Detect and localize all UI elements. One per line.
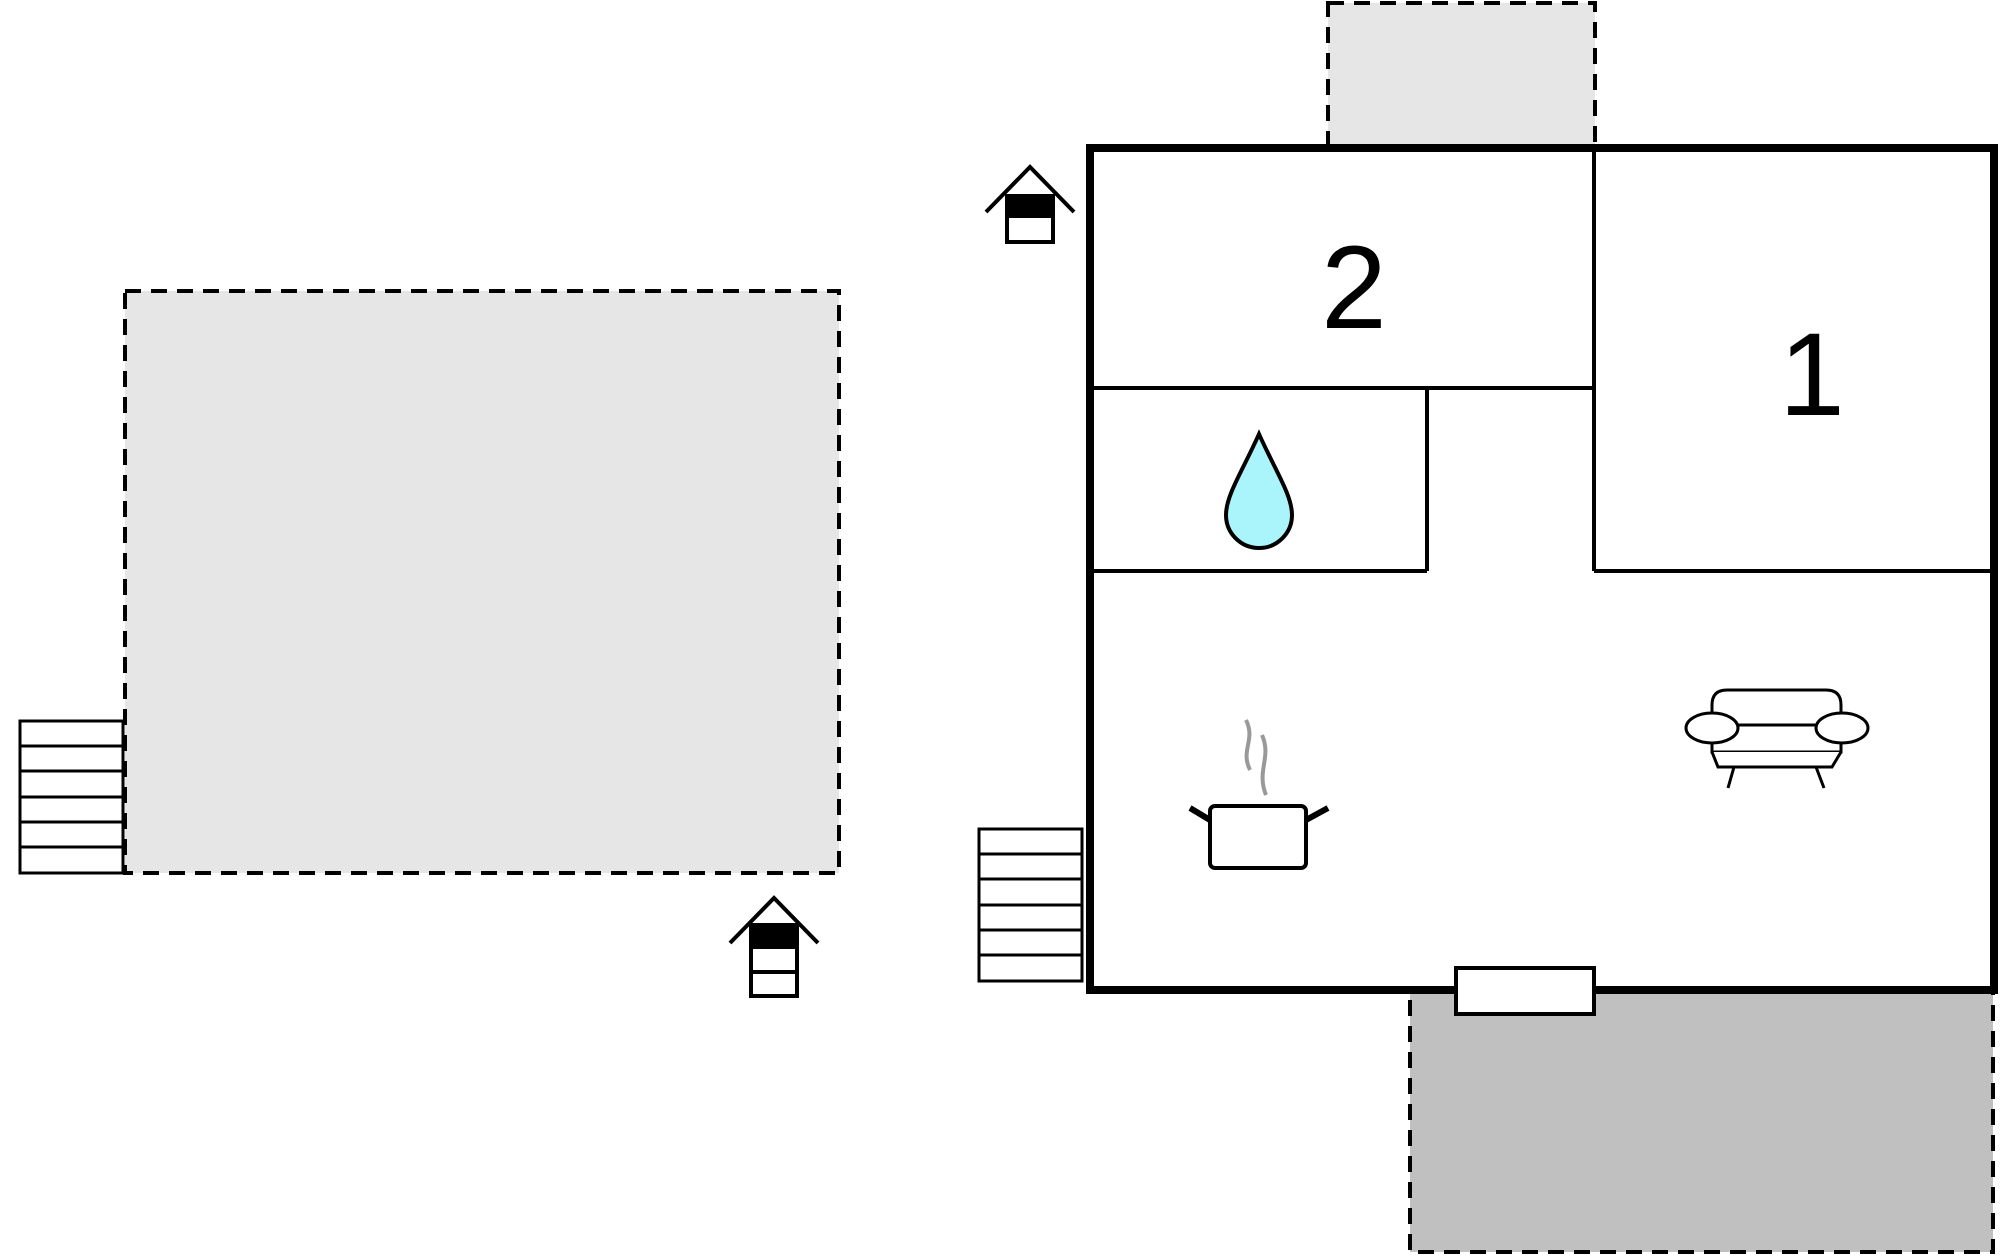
front-door: [1454, 966, 1596, 1016]
stairs-icon: [18, 719, 125, 875]
cooking-pot-icon: [1188, 719, 1330, 870]
entrance-icon: [728, 895, 820, 998]
water-drop-icon: [1223, 429, 1295, 550]
room-label-2: 2: [1321, 222, 1387, 354]
terrace-top: [1326, 1, 1597, 148]
room-label-1: 1: [1779, 309, 1845, 441]
terrace-left: [123, 289, 841, 875]
stairs-icon: [977, 827, 1084, 983]
sofa-icon: [1684, 688, 1870, 789]
entrance-icon: [984, 164, 1076, 244]
terrace-bottom: [1408, 988, 1995, 1254]
interior-walls: [1094, 148, 1990, 573]
